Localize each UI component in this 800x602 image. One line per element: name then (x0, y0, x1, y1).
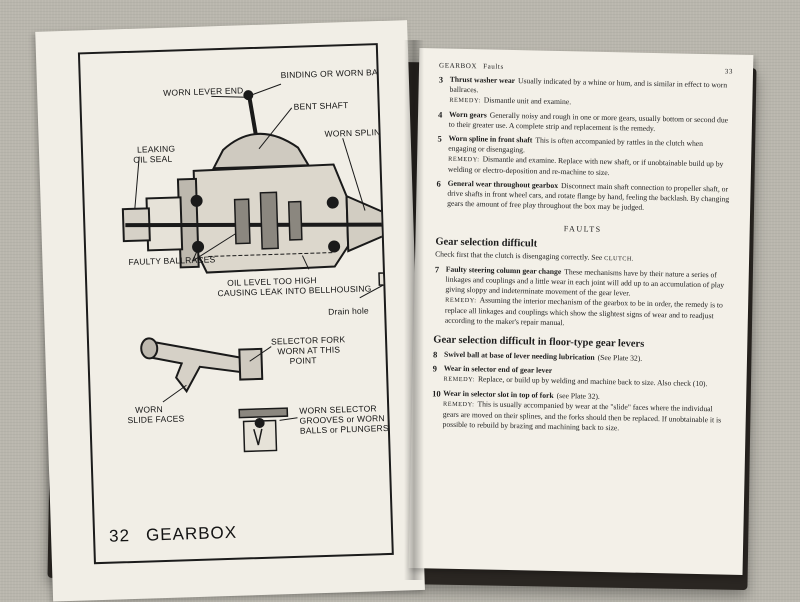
fault-text: (See Plate 32). (598, 353, 643, 363)
top-cover (213, 132, 309, 168)
selector-rod-end (141, 338, 158, 358)
left-footer-title: GEARBOX (146, 523, 238, 545)
label-bent-shaft: BENT SHAFT (294, 100, 349, 112)
fault-number: 10 (431, 388, 443, 429)
label-worn-lever-end: WORN LEVER END (163, 85, 244, 98)
running-head: GEARBOX Faults 33 (439, 60, 733, 76)
label-oil-seal: OIL SEAL (133, 154, 172, 165)
fault-number: 3 (438, 74, 450, 105)
remedy-label: REMEDY: (443, 376, 475, 384)
fault-number: 4 (438, 109, 449, 129)
fault-text: Generally noisy and rough in one or more… (449, 111, 728, 133)
remedy-label: REMEDY: (449, 97, 481, 105)
fault-number: 8 (433, 349, 444, 359)
fault-title: Worn spline in front shaft (448, 134, 532, 145)
gear-1 (235, 199, 250, 243)
remedy-text: Assuming the interior mechanism of the g… (445, 295, 723, 327)
label-worn-2: SLIDE FACES (127, 413, 184, 425)
remedy-text: Dismantle unit and examine. (484, 95, 571, 106)
fault-title: Wear in selector end of gear lever (444, 364, 553, 375)
gearbox-illustration: WORN LEVER END BINDING OR WORN BALL BENT… (80, 45, 391, 524)
fault-number: 6 (436, 178, 448, 208)
selector-fork (145, 337, 251, 392)
label-binding-ball: BINDING OR WORN BALL (281, 67, 388, 80)
book-gutter (404, 40, 424, 580)
fault-title: Worn gears (449, 110, 487, 120)
label-drain-hole: Drain hole (328, 305, 369, 316)
right-page-number: 33 (725, 66, 733, 76)
running-head-title: GEARBOX (439, 61, 477, 70)
fault-body: Wear in selector slot in top of fork(see… (442, 389, 726, 436)
fault-body: Swivel ball at base of lever needing lub… (444, 350, 727, 366)
label-selector-fork-3: POINT (290, 355, 317, 366)
gear-2 (260, 192, 278, 248)
section-intro-text: Check first that the clutch is disengagi… (435, 249, 602, 261)
fault-text: (see Plate 32). (557, 391, 600, 401)
remedy-label: REMEDY: (445, 297, 477, 305)
remedy-label: REMEDY: (448, 156, 480, 164)
fault-number: 5 (437, 133, 449, 174)
remedy-text: This is usually accompanied by wear at t… (442, 399, 721, 432)
fault-number: 9 (432, 363, 443, 384)
left-page-number: 32 (109, 526, 131, 546)
remedy-text: Replace, or build up by welding and mach… (478, 374, 708, 388)
section-intro-ref: CLUTCH. (604, 255, 634, 263)
gear-3 (289, 202, 302, 240)
remedy-text: Dismantle and examine. Replace with new … (448, 154, 724, 177)
running-head-sub: Faults (483, 62, 504, 70)
fault-title: Swivel ball at base of lever needing lub… (444, 350, 595, 362)
fault-title: Thrust washer wear (450, 75, 515, 85)
fork-boss (239, 349, 262, 380)
remedy-label: REMEDY: (443, 401, 475, 409)
section-title-2: Gear selection difficult in floor-type g… (433, 335, 727, 351)
fault-title: Wear in selector slot in top of fork (443, 389, 554, 400)
left-page: WORN LEVER END BINDING OR WORN BALL BENT… (35, 20, 425, 601)
label-worn-selector-3: BALLS or PLUNGERS (300, 423, 389, 436)
faults-heading: FAULTS (436, 221, 730, 237)
selector-rail (239, 408, 287, 418)
